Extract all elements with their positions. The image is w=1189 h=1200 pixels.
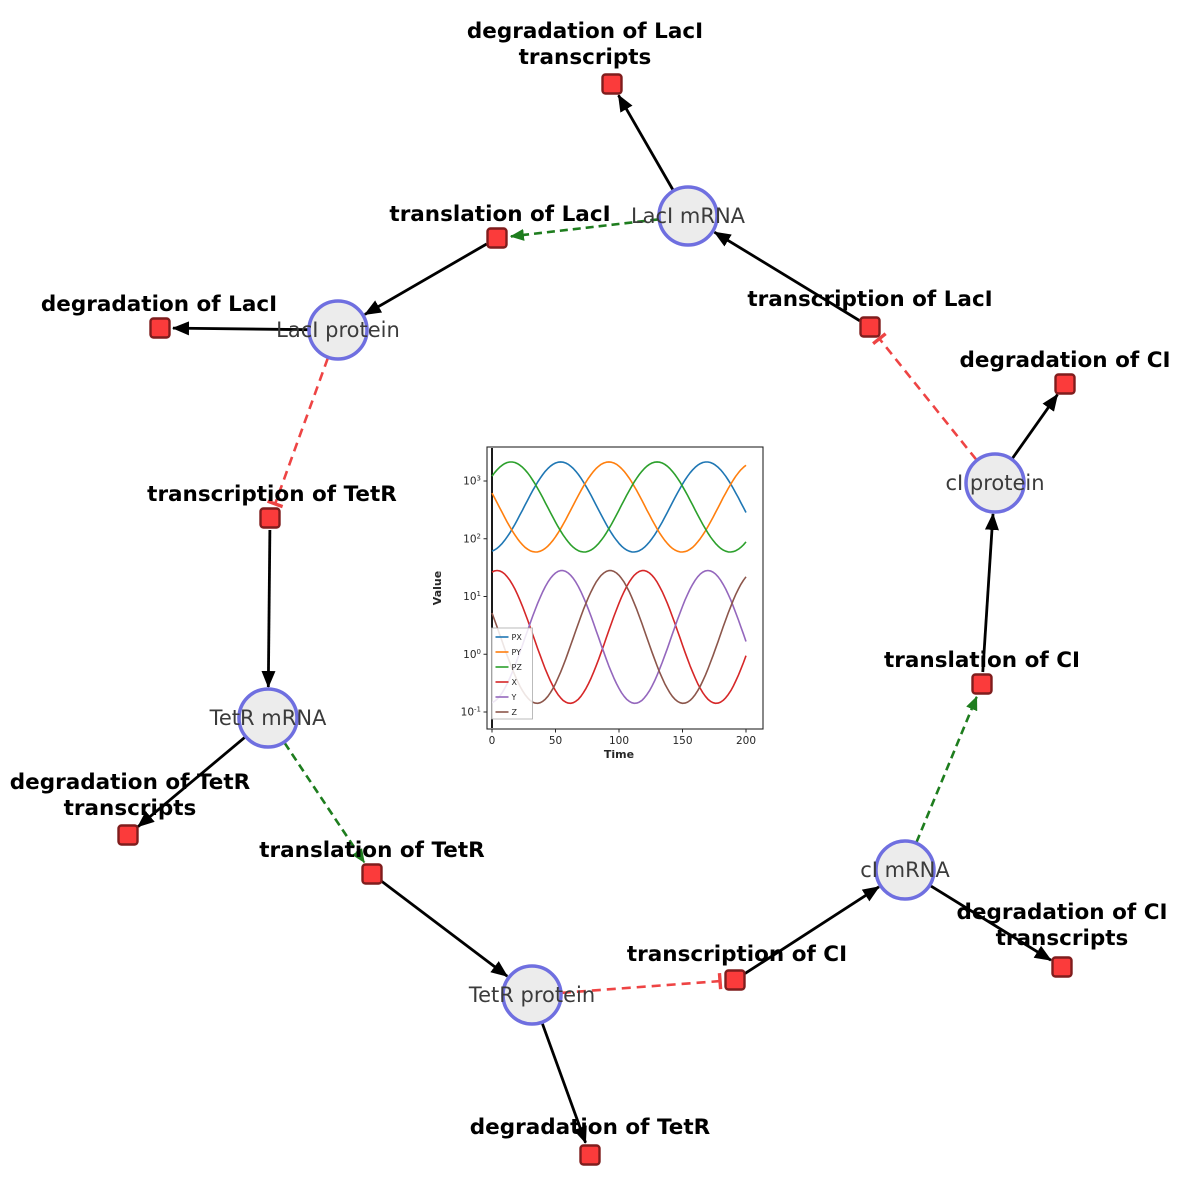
y-tick-label: 100 xyxy=(463,648,481,661)
edge-modifier-tetr-mrna-to-translation-tetr xyxy=(283,742,366,864)
edge-production-transcription-tetr-to-tetr-mrna xyxy=(261,529,276,689)
y-tick-label: 102 xyxy=(463,532,481,545)
edge-inhibition-ci-protein-to-transcription-laci xyxy=(872,332,978,461)
reaction-node-transcription-ci[interactable] xyxy=(724,969,746,991)
edge-modifier-laci-mrna-to-translation-laci xyxy=(509,218,659,241)
edge-consumption-ci-mrna-to-deg-ci-transcripts xyxy=(929,884,1052,962)
species-node-tetr-protein[interactable] xyxy=(501,964,563,1026)
reaction-node-translation-laci[interactable] xyxy=(486,227,508,249)
species-node-ci-mrna[interactable] xyxy=(874,839,936,901)
y-tick-label: 101 xyxy=(463,590,481,603)
x-tick-label: 100 xyxy=(609,735,629,747)
edge-production-transcription-laci-to-laci-mrna xyxy=(713,230,861,322)
reaction-node-degradation-ci[interactable] xyxy=(1054,373,1076,395)
edge-production-translation-ci-to-ci-protein xyxy=(981,512,999,673)
edge-inhibition-laci-protein-to-transcription-tetr xyxy=(267,357,330,509)
reaction-node-transcription-tetr[interactable] xyxy=(259,507,281,529)
species-label-laci-protein: LacI protein xyxy=(276,318,400,342)
legend-label-PX: PX xyxy=(512,633,523,642)
species-label-laci-mrna: LacI mRNA xyxy=(631,204,746,228)
edge-consumption-laci-mrna-to-deg-laci-transcripts xyxy=(617,94,675,191)
reaction-node-translation-ci[interactable] xyxy=(971,673,993,695)
legend-label-Z: Z xyxy=(512,708,518,717)
species-label-ci-protein: cI protein xyxy=(945,471,1044,495)
reaction-node-degradation-laci[interactable] xyxy=(149,317,171,339)
reaction-label-degradation-laci: degradation of LacI xyxy=(41,292,277,317)
series-X xyxy=(491,569,747,705)
edges-layer xyxy=(137,94,1059,1144)
edge-consumption-laci-protein-to-degradation-laci xyxy=(171,321,309,336)
reaction-node-deg-ci-transcripts[interactable] xyxy=(1051,956,1073,978)
edge-production-transcription-ci-to-ci-mrna xyxy=(744,885,880,975)
x-tick-label: 50 xyxy=(549,735,562,747)
series-PZ xyxy=(491,461,747,553)
series-PX xyxy=(491,461,747,553)
species-node-tetr-mrna[interactable] xyxy=(237,687,299,749)
y-tick-label: 10-1 xyxy=(461,706,481,719)
reaction-label-degradation-ci: degradation of CI xyxy=(960,348,1171,373)
reaction-label-translation-tetr: translation of TetR xyxy=(259,838,485,863)
edge-modifier-ci-mrna-to-translation-ci xyxy=(915,696,978,843)
species-label-tetr-protein: TetR protein xyxy=(468,983,595,1007)
series-PY xyxy=(491,461,747,553)
nodes-layer xyxy=(117,73,1076,1166)
reaction-label-translation-laci: translation of LacI xyxy=(389,202,610,227)
reaction-label-degradation-tetr: degradation of TetR xyxy=(470,1115,711,1140)
species-label-tetr-mrna: TetR mRNA xyxy=(209,706,327,730)
edge-consumption-ci-protein-to-degradation-ci xyxy=(1011,393,1059,460)
legend-label-X: X xyxy=(512,678,518,687)
x-tick-label: 0 xyxy=(489,735,496,747)
chart-frame xyxy=(486,446,764,730)
species-node-laci-mrna[interactable] xyxy=(657,185,719,247)
reaction-node-transcription-laci[interactable] xyxy=(859,316,881,338)
species-node-ci-protein[interactable] xyxy=(964,452,1026,514)
reaction-label-translation-ci: translation of CI xyxy=(884,648,1080,673)
reaction-node-translation-tetr[interactable] xyxy=(361,863,383,885)
chart-xlabel: Time xyxy=(604,748,634,761)
reaction-node-deg-tetr-transcripts[interactable] xyxy=(117,824,139,846)
reaction-label-transcription-laci: transcription of LacI xyxy=(747,287,992,312)
edge-production-translation-tetr-to-tetr-protein xyxy=(380,880,509,978)
chart-legend-box xyxy=(491,627,533,720)
edge-production-translation-laci-to-laci-protein xyxy=(363,242,488,316)
reaction-node-degradation-tetr[interactable] xyxy=(579,1144,601,1166)
series-Z xyxy=(491,569,747,705)
legend-label-Y: Y xyxy=(511,693,517,702)
reaction-label-transcription-ci: transcription of CI xyxy=(627,942,847,967)
edge-consumption-tetr-mrna-to-deg-tetr-transcripts xyxy=(137,736,246,828)
y-tick-label: 103 xyxy=(463,475,481,488)
legend-label-PY: PY xyxy=(512,648,522,657)
species-node-laci-protein[interactable] xyxy=(307,299,369,361)
legend-label-PZ: PZ xyxy=(512,663,523,672)
chart-ylabel: Value xyxy=(431,571,444,605)
edge-inhibition-tetr-protein-to-transcription-ci xyxy=(561,973,723,995)
x-tick-label: 150 xyxy=(672,735,692,747)
reaction-label-transcription-tetr: transcription of TetR xyxy=(147,482,397,507)
x-tick-label: 200 xyxy=(736,735,756,747)
species-label-ci-mrna: cI mRNA xyxy=(860,858,950,882)
series-Y xyxy=(491,569,747,705)
reaction-node-deg-laci-transcripts[interactable] xyxy=(601,73,623,95)
edge-consumption-tetr-protein-to-degradation-tetr xyxy=(540,1022,587,1144)
